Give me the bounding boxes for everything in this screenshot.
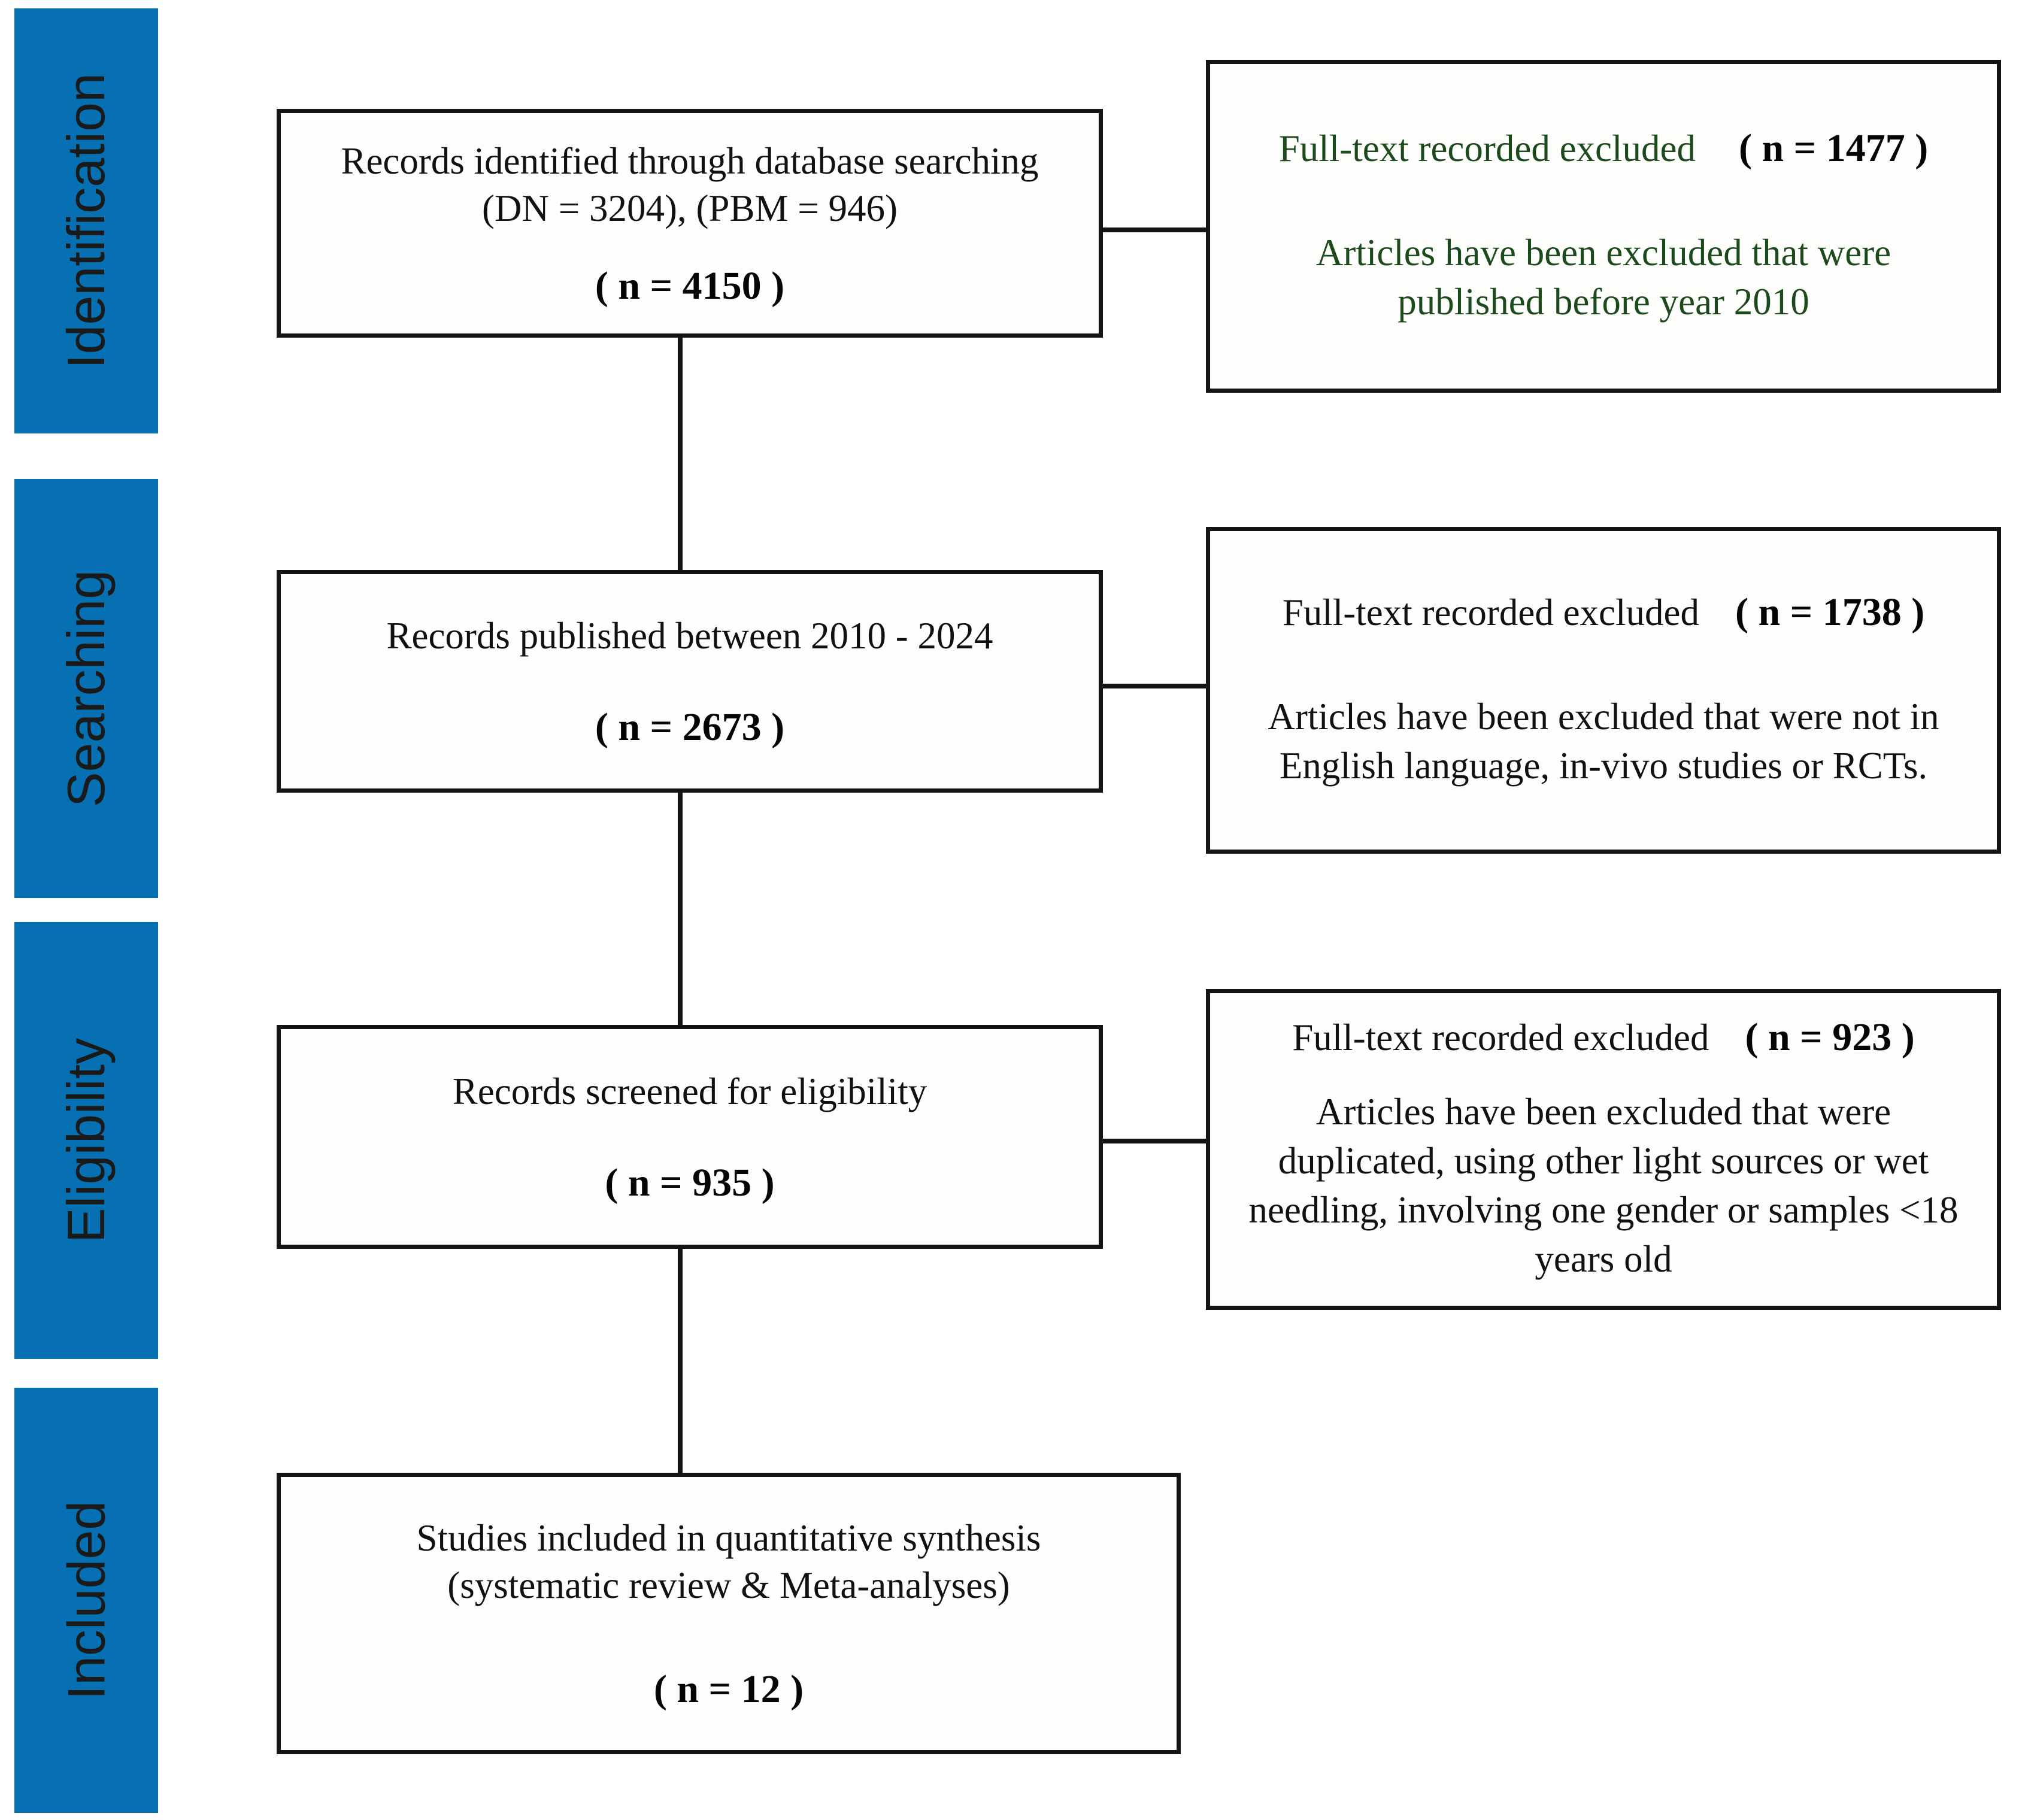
stage-label-identification: Identification (56, 72, 116, 369)
records-published-count: ( n = 2673 ) (595, 705, 785, 749)
flow-box-studies-included: Studies included in quantitative synthes… (277, 1473, 1181, 1754)
connector-box1-to-box2 (678, 335, 683, 574)
records-identified-count: ( n = 4150 ) (595, 264, 785, 308)
studies-included-line1: Studies included in quantitative synthes… (416, 1516, 1041, 1559)
studies-included-count: ( n = 12 ) (653, 1667, 804, 1712)
excluded-1-count: ( n = 1477 ) (1738, 126, 1929, 170)
flow-box-records-screened: Records screened for eligibility ( n = 9… (277, 1025, 1103, 1249)
records-identified-line2: (DN = 3204), (PBM = 946) (481, 187, 898, 229)
connector-box3-to-box4 (678, 1246, 683, 1475)
excluded-2-title: Full-text recorded excluded (1282, 591, 1699, 633)
excluded-3-title: Full-text recorded excluded (1292, 1017, 1709, 1058)
connector-box2-to-box3 (678, 790, 683, 1029)
stage-band-identification: Identification (14, 8, 158, 433)
records-screened-count: ( n = 935 ) (605, 1160, 775, 1205)
stage-band-searching: Searching (14, 479, 158, 898)
excluded-1-title: Full-text recorded excluded (1278, 127, 1696, 169)
stage-band-eligibility: Eligibility (14, 922, 158, 1359)
connector-box2-to-excluded2 (1101, 684, 1208, 688)
connector-box3-to-excluded3 (1101, 1139, 1208, 1143)
exclusion-box-excluded-2: Full-text recorded excluded ( n = 1738 )… (1206, 527, 2001, 854)
excluded-1-reason: Articles have been excluded that were pu… (1315, 232, 1891, 323)
records-screened-line1: Records screened for eligibility (452, 1070, 927, 1113)
excluded-2-reason: Articles have been excluded that were no… (1268, 696, 1939, 787)
excluded-3-count: ( n = 923 ) (1745, 1015, 1915, 1059)
flow-box-records-identified: Records identified through database sear… (277, 109, 1103, 338)
excluded-1-header: Full-text recorded excluded ( n = 1477 ) (1230, 126, 1976, 172)
stage-label-eligibility: Eligibility (56, 1038, 116, 1243)
stage-label-searching: Searching (56, 569, 116, 808)
excluded-3-reason: Articles have been excluded that were du… (1248, 1091, 1959, 1281)
studies-included-line2: (systematic review & Meta-analyses) (447, 1564, 1010, 1606)
excluded-3-header: Full-text recorded excluded ( n = 923 ) (1230, 1015, 1976, 1061)
excluded-2-header: Full-text recorded excluded ( n = 1738 ) (1230, 590, 1976, 636)
records-published-line1: Records published between 2010 - 2024 (386, 615, 993, 657)
exclusion-box-excluded-3: Full-text recorded excluded ( n = 923 ) … (1206, 989, 2001, 1310)
records-identified-line1: Records identified through database sear… (341, 139, 1039, 182)
connector-box1-to-excluded1 (1101, 228, 1208, 232)
excluded-2-count: ( n = 1738 ) (1735, 590, 1925, 634)
exclusion-box-excluded-1: Full-text recorded excluded ( n = 1477 )… (1206, 60, 2001, 393)
stage-band-included: Included (14, 1388, 158, 1813)
flow-box-records-published: Records published between 2010 - 2024 ( … (277, 570, 1103, 793)
stage-label-included: Included (56, 1500, 116, 1700)
